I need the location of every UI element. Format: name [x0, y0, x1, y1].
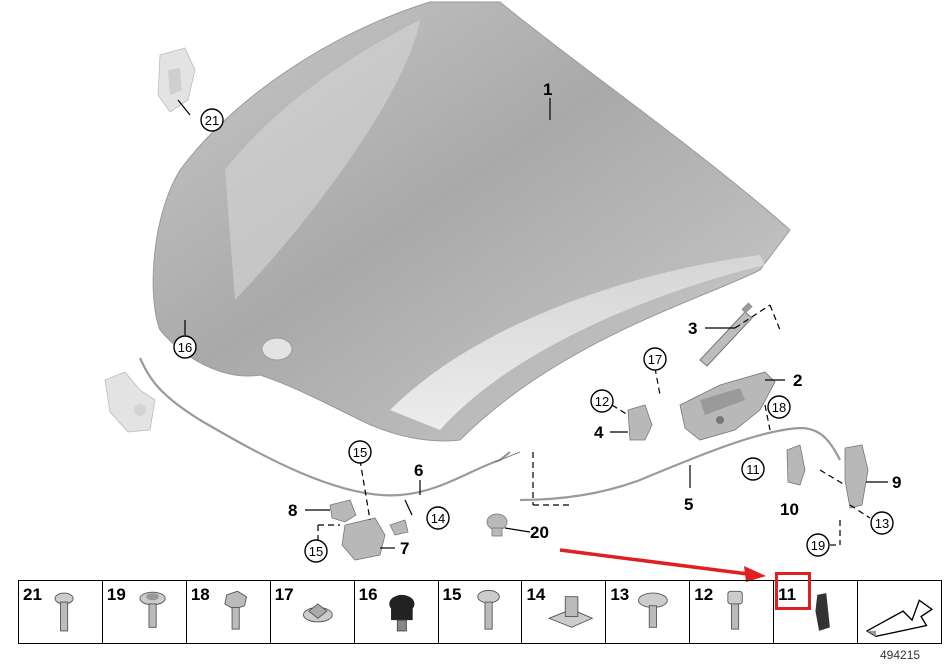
release-cable-part [138, 357, 841, 502]
strip-item-number: 18 [190, 585, 210, 604]
callout-circle-11: 11 [741, 457, 765, 481]
callout-circle-14: 14 [426, 506, 450, 530]
callout-circle-15a: 15 [348, 440, 372, 464]
strip-item-17[interactable]: 17 [271, 581, 355, 643]
strip-item-16[interactable]: 16 [355, 581, 439, 643]
strip-item-view-arrow[interactable] [858, 581, 941, 643]
hood-part [152, 1, 791, 442]
strip-item-11[interactable]: 11 [774, 581, 859, 643]
flange-bolt-icon [139, 591, 166, 628]
callout-circle-21: 21 [200, 108, 224, 132]
strip-item-19[interactable]: 19 [103, 581, 187, 643]
callout-circle-19: 19 [806, 533, 830, 557]
highlight-box-item-11 [775, 572, 811, 610]
lock-ghost-part [104, 371, 156, 433]
nut-icon [302, 603, 333, 623]
callout-6: 6 [414, 461, 423, 480]
strip-item-number: 14 [526, 585, 546, 604]
callout-7: 7 [400, 539, 409, 558]
callout-circle-13: 13 [870, 511, 894, 535]
leader-lines [177, 98, 888, 549]
hinge-ghost-part [157, 47, 196, 113]
callout-9: 9 [892, 473, 901, 492]
strip-item-18[interactable]: 18 [187, 581, 271, 643]
rubber-buffer-icon [388, 594, 415, 632]
strip-item-14[interactable]: 14 [522, 581, 607, 643]
lock-bracket-part [844, 444, 869, 509]
callout-4: 4 [594, 423, 604, 442]
callout-2: 2 [793, 371, 802, 390]
grommet-part [486, 513, 508, 537]
svg-text:15: 15 [309, 544, 323, 559]
hex-bolt-icon [224, 590, 247, 630]
callout-20: 20 [530, 523, 549, 542]
callout-circle-17: 17 [643, 347, 667, 371]
strip-item-21[interactable]: 21 [19, 581, 103, 643]
callout-8: 8 [288, 501, 297, 520]
strip-item-number: 11 [778, 585, 797, 604]
gas-strut-part [699, 302, 753, 367]
buffer-part [786, 444, 806, 486]
svg-text:18: 18 [772, 400, 786, 415]
socket-bolt-icon [727, 590, 743, 630]
screw-icon [476, 589, 500, 630]
svg-text:17: 17 [648, 352, 662, 367]
callout-circle-12: 12 [590, 389, 614, 413]
callout-3: 3 [688, 319, 697, 338]
bracket-part [627, 404, 653, 441]
strip-item-15[interactable]: 15 [439, 581, 523, 643]
callout-10: 10 [780, 500, 799, 519]
svg-text:15: 15 [353, 445, 367, 460]
callout-circle-16: 16 [173, 335, 197, 359]
view-direction-icon [865, 599, 934, 638]
strip-item-number: 16 [358, 585, 378, 604]
svg-text:12: 12 [595, 394, 609, 409]
svg-text:19: 19 [811, 538, 825, 553]
callout-circle-15b: 15 [304, 539, 328, 563]
catch-part [329, 499, 357, 523]
strip-item-13[interactable]: 13 [606, 581, 691, 643]
diagram-number: 494215 [880, 648, 921, 662]
strip-item-number: 12 [694, 585, 714, 604]
svg-text:16: 16 [178, 340, 192, 355]
callout-5: 5 [684, 495, 693, 514]
strip-item-12[interactable]: 12 [690, 581, 775, 643]
callout-circle-18: 18 [767, 395, 791, 419]
svg-text:11: 11 [746, 462, 760, 477]
washer-bolt-icon [638, 592, 669, 628]
parts-strip: 21 19 18 17 16 15 14 13 12 11 [18, 580, 942, 644]
svg-text:14: 14 [431, 511, 445, 526]
hinge-assembly-part [679, 371, 776, 441]
bracket-clip-icon [815, 593, 831, 631]
bolt-icon [54, 592, 74, 632]
strip-item-number: 13 [610, 585, 630, 604]
clip-icon [548, 596, 594, 628]
strip-item-number: 17 [274, 585, 294, 604]
callout-1: 1 [543, 80, 552, 99]
strip-item-number: 19 [106, 585, 126, 604]
svg-text:13: 13 [875, 516, 889, 531]
hood-lock-part [341, 517, 409, 561]
svg-text:21: 21 [205, 113, 219, 128]
strip-item-number: 15 [442, 585, 462, 604]
strip-item-number: 21 [23, 585, 42, 604]
